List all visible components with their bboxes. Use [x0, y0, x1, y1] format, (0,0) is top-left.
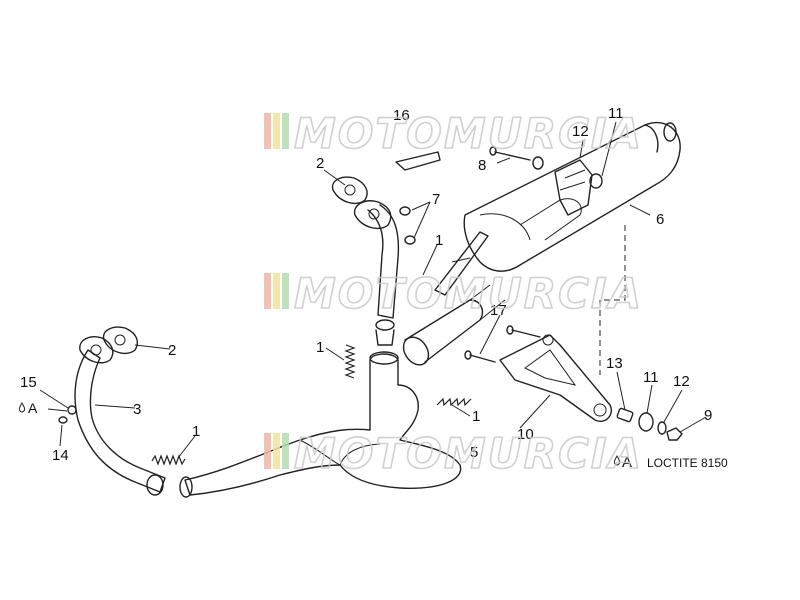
callout-6: 6 — [656, 211, 664, 228]
callout-1-lower-left: 1 — [192, 423, 200, 440]
callout-1-spring-center: 1 — [316, 339, 324, 356]
callout-15: 15 — [20, 374, 37, 391]
parts-14-15 — [58, 405, 77, 424]
callout-13: 13 — [606, 355, 623, 372]
wm-stripe-3 — [282, 273, 289, 309]
wm-stripe-1 — [264, 273, 271, 309]
callout-1-upper: 1 — [435, 232, 443, 249]
muffler — [402, 122, 681, 366]
muffler-bracket — [464, 325, 612, 422]
callout-11-lower: 11 — [643, 369, 659, 386]
rear-head-pipe — [74, 336, 166, 496]
drop-icon — [613, 455, 621, 466]
clip-16 — [395, 151, 441, 171]
collector-pipe — [179, 351, 462, 498]
legend-symbol: A — [622, 454, 632, 471]
wm-stripe-2 — [273, 113, 280, 149]
wm-stripe-3 — [282, 113, 289, 149]
callout-2-lower: 2 — [168, 342, 176, 359]
callout-8: 8 — [478, 157, 486, 174]
callout-10: 10 — [517, 426, 534, 443]
callout-9: 9 — [704, 407, 712, 424]
wm-stripe-3 — [282, 433, 289, 469]
callout-3: 3 — [133, 401, 141, 418]
marker-a-left: A — [28, 400, 38, 416]
callouts: 2 7 1 16 8 12 11 6 2 3 15 14 1 1 1 5 10 … — [20, 105, 712, 464]
callout-11-upper: 11 — [608, 105, 624, 122]
wm-stripe-1 — [264, 113, 271, 149]
drop-icon — [18, 402, 26, 413]
loctite-marker-left: A — [18, 400, 38, 416]
watermark-text: MOTOMURCIA — [294, 269, 643, 318]
legend-text: LOCTITE 8150 — [647, 456, 728, 470]
nuts-7 — [399, 206, 416, 245]
callout-7: 7 — [432, 191, 440, 208]
callout-16: 16 — [393, 107, 410, 124]
watermark-bottom: MOTOMURCIA — [264, 428, 643, 479]
callout-14: 14 — [52, 447, 69, 464]
muffler-hardware — [489, 146, 603, 189]
callout-17: 17 — [490, 302, 507, 319]
wm-stripe-1 — [264, 433, 271, 469]
legend: A LOCTITE 8150 — [613, 454, 728, 471]
callout-12-upper: 12 — [572, 123, 589, 140]
gasket-lower — [102, 326, 138, 355]
callout-12-lower: 12 — [673, 373, 690, 390]
wm-stripe-2 — [273, 433, 280, 469]
wm-stripe-2 — [273, 273, 280, 309]
watermark-top: MOTOMURCIA — [264, 108, 643, 159]
bracket-hardware — [616, 407, 683, 441]
callout-2-upper: 2 — [316, 155, 324, 172]
callout-5: 5 — [470, 444, 478, 461]
watermark-text: MOTOMURCIA — [294, 109, 643, 158]
callout-1-spring-right: 1 — [472, 408, 480, 425]
leader-lines — [39, 121, 707, 459]
watermark-middle: MOTOMURCIA — [264, 268, 643, 319]
watermark-text: MOTOMURCIA — [294, 429, 643, 478]
gasket-upper — [331, 176, 368, 205]
springs — [151, 344, 472, 466]
